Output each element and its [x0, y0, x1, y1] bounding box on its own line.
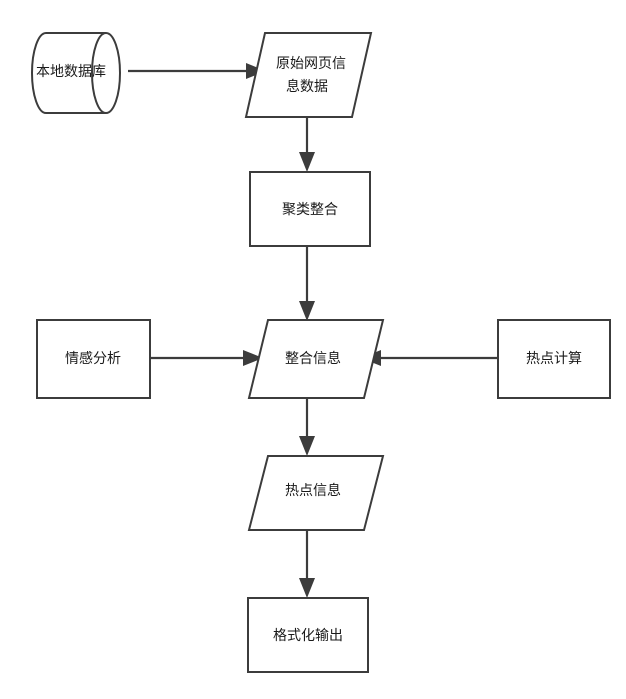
- edge-hotspotcalc-to-integrated[interactable]: [361, 350, 498, 366]
- node-hotspot-calculation-label: 热点计算: [526, 351, 582, 367]
- edge-sentiment-to-integrated[interactable]: [150, 350, 263, 366]
- node-raw-webpage-data-label-line2: 息数据: [286, 78, 328, 95]
- node-hotspot-information-label: 热点信息: [285, 482, 341, 499]
- connectors-layer: [128, 63, 498, 598]
- node-formatted-output[interactable]: 格式化输出: [247, 597, 369, 673]
- edge-db-to-raw[interactable]: [128, 63, 266, 79]
- node-integrated-information-label: 整合信息: [285, 350, 341, 367]
- node-hotspot-information[interactable]: 热点信息: [247, 455, 385, 531]
- node-raw-webpage-data-label-line1: 原始网页信: [276, 56, 346, 72]
- clustering-integration-rect: [249, 171, 371, 247]
- node-formatted-output-label: 格式化输出: [273, 628, 343, 644]
- hotspot-information-parallelogram: [247, 455, 385, 531]
- raw-webpage-data-parallelogram: [244, 32, 373, 118]
- edge-raw-to-cluster[interactable]: [299, 117, 315, 172]
- nodes-layer: 本地数据库 原始网页信 息数据 聚类整合 情感分析 整合信息 热点计算: [31, 32, 611, 673]
- edge-integrated-to-hotspotinfo[interactable]: [299, 398, 315, 456]
- edge-hotspotinfo-to-output-arrowhead: [299, 578, 315, 598]
- node-sentiment-analysis-label: 情感分析: [65, 350, 121, 367]
- edge-sentiment-to-integrated-arrowhead: [243, 350, 263, 366]
- local-database-cylinder-cap: [91, 32, 107, 114]
- hotspot-calculation-rect: [497, 319, 611, 399]
- edge-raw-to-cluster-arrowhead: [299, 152, 315, 172]
- edge-hotspotinfo-to-output[interactable]: [299, 530, 315, 598]
- sentiment-analysis-rect: [36, 319, 151, 399]
- node-local-database-label: 本地数据库: [36, 64, 106, 80]
- node-clustering-integration[interactable]: 聚类整合: [249, 171, 371, 247]
- edge-integrated-to-hotspotinfo-arrowhead: [299, 436, 315, 456]
- node-local-database[interactable]: 本地数据库: [31, 32, 121, 114]
- edge-cluster-to-integrated-arrowhead: [299, 301, 315, 321]
- node-integrated-information[interactable]: 整合信息: [247, 319, 385, 399]
- formatted-output-rect: [247, 597, 369, 673]
- node-raw-webpage-data[interactable]: 原始网页信 息数据: [244, 32, 373, 118]
- integrated-information-parallelogram: [247, 319, 385, 399]
- node-sentiment-analysis[interactable]: 情感分析: [36, 319, 151, 399]
- node-hotspot-calculation[interactable]: 热点计算: [497, 319, 611, 399]
- edge-cluster-to-integrated[interactable]: [299, 245, 315, 321]
- node-clustering-integration-label: 聚类整合: [282, 202, 338, 218]
